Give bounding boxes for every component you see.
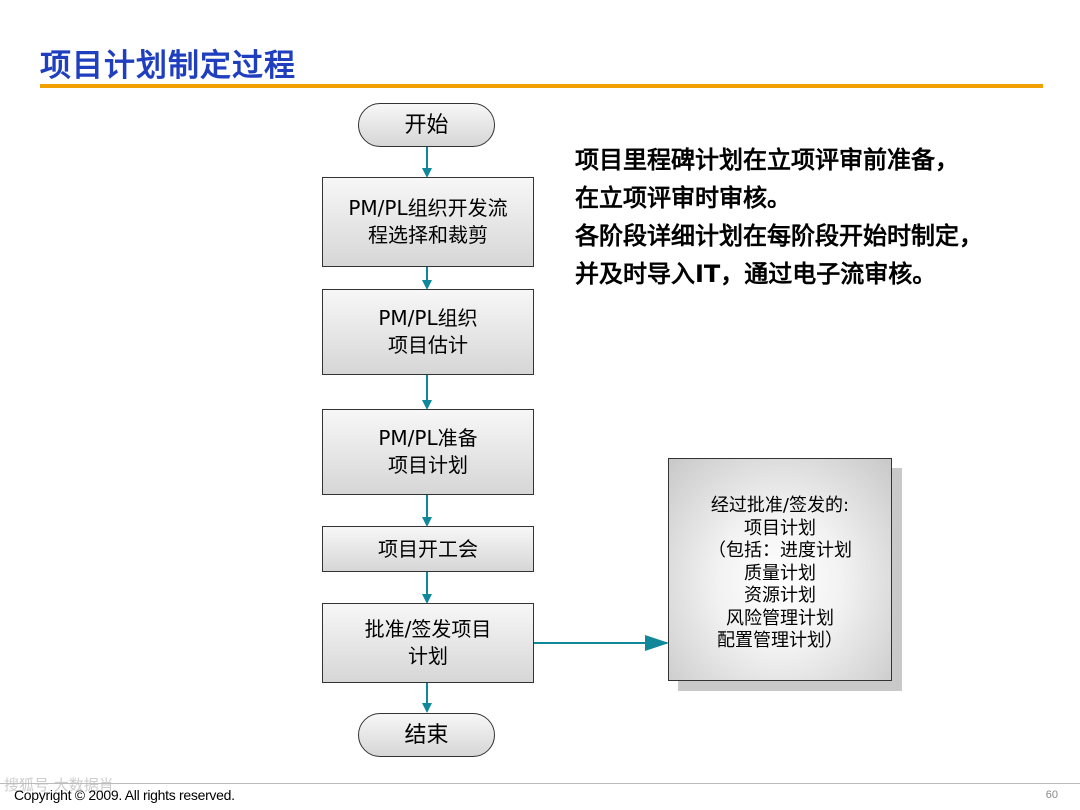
note-line: 各阶段详细计划在每阶段开始时制定， — [575, 222, 983, 250]
flow-step-approve: 批准/签发项目 计划 — [322, 603, 534, 683]
approved-plan-box: 经过批准/签发的: 项目计划 （包括：进度计划 质量计划 资源计划 风险管理计划… — [668, 458, 892, 681]
page-title: 项目计划制定过程 — [40, 48, 296, 84]
flow-step-process-tailoring: PM/PL组织开发流 程选择和裁剪 — [322, 177, 534, 267]
flow-step-prepare-plan: PM/PL准备 项目计划 — [322, 409, 534, 495]
result-line: 资源计划 — [744, 585, 816, 606]
flow-step-kickoff: 项目开工会 — [322, 526, 534, 572]
result-line: （包括：进度计划 — [708, 540, 852, 561]
flow-end: 结束 — [358, 713, 495, 757]
note-line: 并及时导入IT，通过电子流审核。 — [575, 260, 937, 288]
page-number: 60 — [1045, 789, 1058, 801]
flow-start: 开始 — [358, 103, 495, 147]
note-line: 项目里程碑计划在立项评审前准备， — [575, 146, 959, 174]
watermark: 搜狐号 大数据肖 — [4, 776, 114, 794]
result-line: 经过批准/签发的: — [710, 495, 850, 516]
result-line: 质量计划 — [744, 562, 816, 584]
flow-step-estimation: PM/PL组织 项目估计 — [322, 289, 534, 375]
footer-divider — [0, 783, 1080, 784]
title-underline — [40, 84, 1043, 88]
result-line: 风险管理计划 — [726, 607, 834, 629]
plan-note: 项目里程碑计划在立项评审前准备， 在立项评审时审核。 各阶段详细计划在每阶段开始… — [575, 141, 983, 293]
result-line: 项目计划 — [744, 517, 816, 539]
result-line: 配置管理计划） — [717, 630, 843, 651]
copyright-text: Copyright © 2009. All rights reserved. — [14, 787, 235, 803]
note-line: 在立项评审时审核。 — [575, 184, 791, 212]
